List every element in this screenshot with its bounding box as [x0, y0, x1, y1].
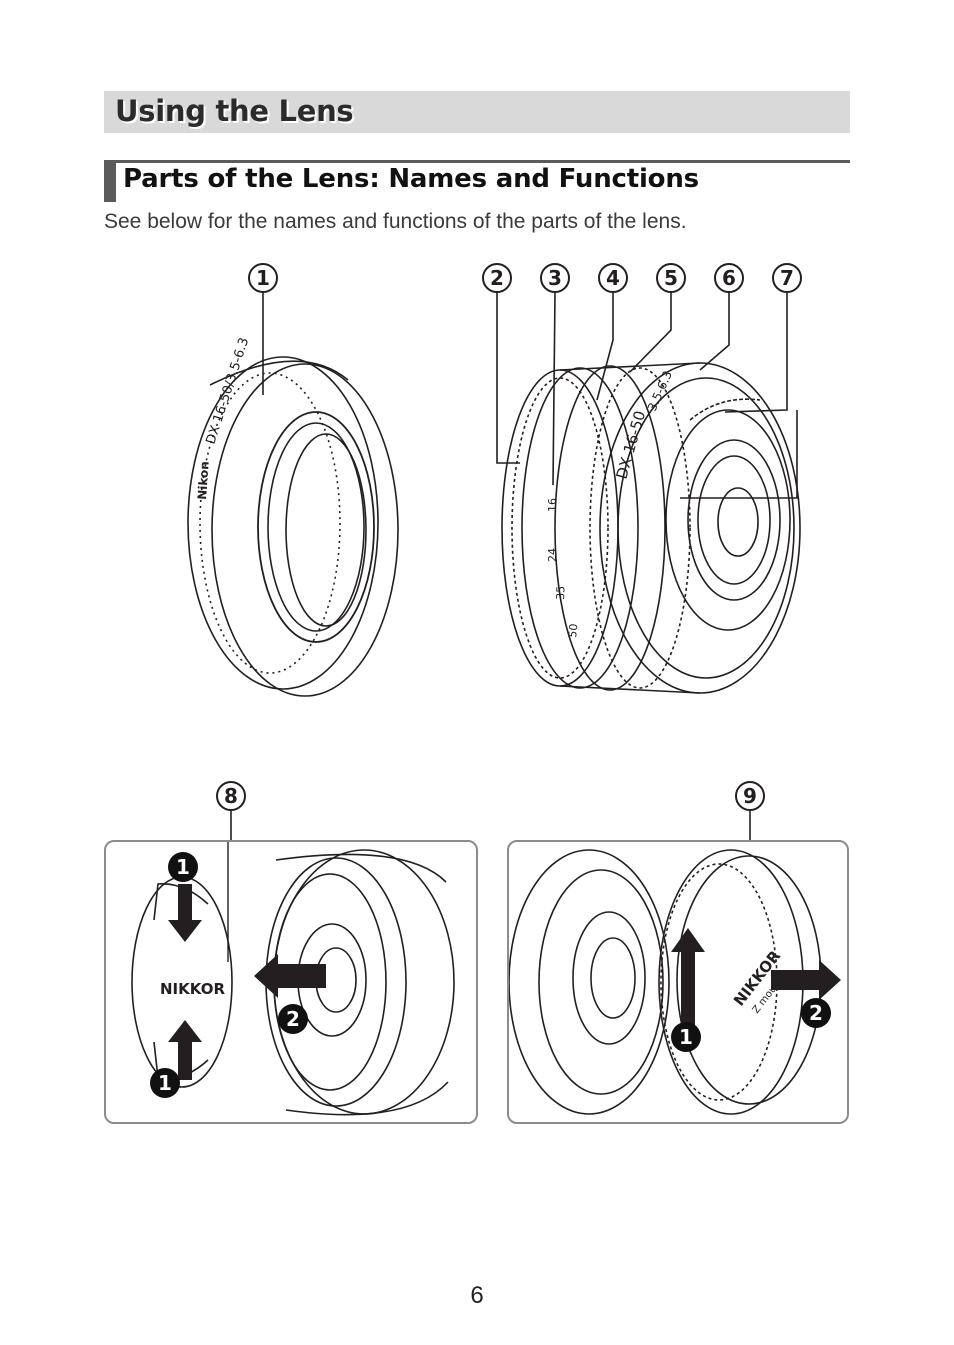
subsection-title: Parts of the Lens: Names and Functions	[123, 164, 699, 194]
hood-marking: DX 16-50/3.5-6.3	[204, 336, 253, 446]
zoom-mark-24: 24	[546, 548, 559, 562]
callout-2: 2	[482, 263, 512, 293]
subsection-marker	[104, 160, 116, 202]
rear-cap-illustration: NIKKOR Z mount	[509, 849, 841, 1115]
callout-1: 1	[248, 263, 278, 293]
rear-cap-frame: NIKKOR Z mount 1 2	[507, 840, 849, 1124]
lens-body	[501, 362, 801, 694]
hood-brand: Nikon	[195, 461, 212, 500]
page-number: 6	[470, 1282, 484, 1309]
front-step-1-bottom: 1	[150, 1068, 180, 1098]
lens-parts-illustration: DX 16-50/3.5-6.3 Nikon DX 16-50 3.5-6.3 …	[187, 292, 801, 697]
rear-step-1: 1	[671, 1022, 701, 1052]
barrel-marking: DX 16-50	[613, 409, 650, 481]
callout-7: 7	[772, 263, 802, 293]
front-step-1-top: 1	[168, 852, 198, 882]
rear-step-2: 2	[801, 998, 831, 1028]
section-header-bar: Using the Lens	[104, 91, 850, 133]
subsection-rule	[104, 160, 850, 163]
intro-paragraph: See below for the names and functions of…	[104, 210, 687, 233]
callout-5: 5	[656, 263, 686, 293]
subsection-header: Parts of the Lens: Names and Functions	[104, 160, 850, 202]
callout-3: 3	[540, 263, 570, 293]
section-title: Using the Lens	[115, 94, 354, 128]
callout-9: 9	[735, 781, 765, 811]
front-cap-brand: NIKKOR	[160, 980, 225, 998]
zoom-mark-35: 35	[554, 586, 567, 600]
front-step-2: 2	[278, 1004, 308, 1034]
callout-6: 6	[714, 263, 744, 293]
front-cap-illustration: NIKKOR	[131, 842, 455, 1116]
callout-4: 4	[598, 263, 628, 293]
zoom-mark-16: 16	[546, 498, 559, 512]
front-cap-frame: NIKKOR 1 1 2	[104, 840, 478, 1124]
zoom-mark-50: 50	[566, 623, 580, 638]
lens-hood	[187, 356, 399, 697]
callout-8: 8	[216, 781, 246, 811]
